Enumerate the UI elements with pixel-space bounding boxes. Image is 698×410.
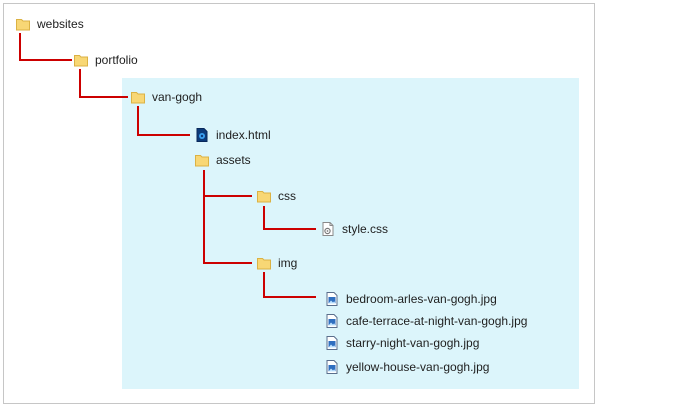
file-label: starry-night-van-gogh.jpg — [346, 336, 480, 350]
folder-assets[interactable]: assets — [194, 150, 251, 170]
folder-icon — [73, 52, 89, 68]
folder-icon — [194, 152, 210, 168]
file-label: bedroom-arles-van-gogh.jpg — [346, 292, 497, 306]
file-style-css[interactable]: style.css — [320, 219, 388, 239]
file-bedroom-arles-van-gogh-jpg[interactable]: bedroom-arles-van-gogh.jpg — [324, 289, 497, 309]
image-file-icon — [324, 335, 340, 351]
file-cafe-terrace-at-night-van-gogh-jpg[interactable]: cafe-terrace-at-night-van-gogh.jpg — [324, 311, 527, 331]
connector-css-style-css — [263, 206, 316, 230]
file-label: cafe-terrace-at-night-van-gogh.jpg — [346, 314, 528, 328]
folder-label: portfolio — [95, 53, 138, 67]
css-file-icon — [320, 221, 336, 237]
folder-icon — [256, 255, 272, 271]
connector-assets-css — [203, 170, 252, 197]
connector-assets-img — [203, 196, 252, 264]
connector-van-gogh-index-html — [137, 106, 190, 136]
folder-label: img — [278, 256, 298, 270]
connector-portfolio-van-gogh — [79, 69, 128, 98]
file-label: index.html — [216, 128, 271, 142]
folder-img[interactable]: img — [256, 253, 297, 273]
connector-img-images — [263, 272, 316, 298]
folder-van-gogh[interactable]: van-gogh — [130, 87, 202, 107]
file-starry-night-van-gogh-jpg[interactable]: starry-night-van-gogh.jpg — [324, 333, 479, 353]
folder-label: assets — [216, 153, 251, 167]
folder-css[interactable]: css — [256, 186, 296, 206]
image-file-icon — [324, 313, 340, 329]
file-label: yellow-house-van-gogh.jpg — [346, 360, 490, 374]
folder-icon — [130, 89, 146, 105]
folder-label: css — [278, 189, 296, 203]
folder-icon — [256, 188, 272, 204]
connector-websites-portfolio — [19, 33, 72, 61]
file-index-html[interactable]: index.html — [194, 125, 271, 145]
file-yellow-house-van-gogh-jpg[interactable]: yellow-house-van-gogh.jpg — [324, 357, 489, 377]
image-file-icon — [324, 359, 340, 375]
folder-label: van-gogh — [152, 90, 203, 104]
html-file-icon — [194, 127, 210, 143]
folder-icon — [15, 16, 31, 32]
folder-portfolio[interactable]: portfolio — [73, 50, 138, 70]
folder-label: websites — [37, 17, 84, 31]
folder-websites[interactable]: websites — [15, 14, 84, 34]
image-file-icon — [324, 291, 340, 307]
file-label: style.css — [342, 222, 389, 236]
